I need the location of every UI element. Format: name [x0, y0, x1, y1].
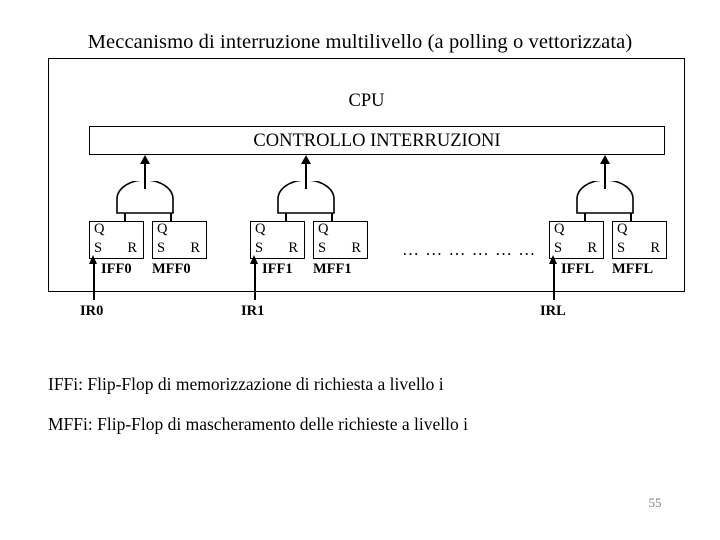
arrow-shaft [254, 263, 256, 300]
mask-flipflop-level-0: Q S R [152, 221, 207, 259]
interrupt-controller-box: CONTROLLO INTERRUZIONI [89, 126, 665, 155]
page-number: 55 [648, 495, 662, 510]
ff-s-input: S [554, 240, 563, 256]
and-output-arrow-level-0 [139, 155, 151, 189]
and-gate-level-L [575, 181, 635, 214]
interrupt-request-arrow-level-L [548, 255, 559, 300]
arrow-head-icon [600, 155, 610, 164]
mask-flipflop-label-level-0: MFF0 [152, 261, 191, 277]
and-gate-leg-right-level-0 [170, 213, 172, 222]
levels-ellipsis: … … … … … … [402, 240, 537, 259]
interrupt-request-label-level-1: IR1 [241, 303, 265, 319]
ff-s-input: S [94, 240, 103, 256]
ff-q-output: Q [617, 221, 628, 237]
ff-r-input: R [650, 240, 660, 256]
ff-s-input: S [157, 240, 166, 256]
interrupt-flipflop-level-0: Q S R [89, 221, 144, 259]
interrupt-request-label-level-L: IRL [540, 303, 566, 319]
arrow-shaft [604, 162, 606, 189]
ff-r-input: R [190, 240, 200, 256]
and-gate-leg-left-level-L [584, 213, 586, 222]
ff-q-output: Q [255, 221, 266, 237]
interrupt-flipflop-level-1: Q S R [250, 221, 305, 259]
arrow-head-icon [140, 155, 150, 164]
and-gate-leg-right-level-L [630, 213, 632, 222]
mask-flipflop-level-1: Q S R [313, 221, 368, 259]
interrupt-flipflop-label-level-0: IFF0 [101, 261, 132, 277]
arrow-shaft [93, 263, 95, 300]
and-gate-icon [576, 181, 634, 214]
ff-r-input: R [288, 240, 298, 256]
legend-iff-description: IFFi: Flip-Flop di memorizzazione di ric… [48, 374, 444, 394]
and-gate-leg-right-level-1 [331, 213, 333, 222]
arrow-head-icon [250, 255, 258, 264]
and-gate-leg-left-level-1 [285, 213, 287, 222]
cpu-label: CPU [348, 91, 385, 111]
interrupt-request-label-level-0: IR0 [80, 303, 104, 319]
arrow-head-icon [301, 155, 311, 164]
ff-q-output: Q [157, 221, 168, 237]
arrow-shaft [305, 162, 307, 189]
ff-r-input: R [351, 240, 361, 256]
and-output-arrow-level-1 [300, 155, 312, 189]
and-gate-icon [116, 181, 174, 214]
ff-q-output: Q [94, 221, 105, 237]
ff-s-input: S [318, 240, 327, 256]
and-gate-level-1 [276, 181, 336, 214]
legend-mff-description: MFFi: Flip-Flop di mascheramento delle r… [48, 414, 468, 434]
and-output-arrow-level-L [599, 155, 611, 189]
ff-r-input: R [587, 240, 597, 256]
page-title: Meccanismo di interruzione multilivello … [87, 31, 633, 53]
interrupt-flipflop-label-level-L: IFFL [561, 261, 595, 277]
interrupt-request-arrow-level-1 [249, 255, 260, 300]
and-gate-level-0 [115, 181, 175, 214]
arrow-head-icon [89, 255, 97, 264]
mask-flipflop-level-L: Q S R [612, 221, 667, 259]
ff-q-output: Q [318, 221, 329, 237]
arrow-shaft [553, 263, 555, 300]
interrupt-flipflop-level-L: Q S R [549, 221, 604, 259]
arrow-head-icon [549, 255, 557, 264]
arrow-shaft [144, 162, 146, 189]
ff-s-input: S [255, 240, 264, 256]
and-gate-leg-left-level-0 [124, 213, 126, 222]
ff-r-input: R [127, 240, 137, 256]
ff-q-output: Q [554, 221, 565, 237]
mask-flipflop-label-level-1: MFF1 [313, 261, 352, 277]
ff-s-input: S [617, 240, 626, 256]
and-gate-icon [277, 181, 335, 214]
interrupt-request-arrow-level-0 [88, 255, 99, 300]
mask-flipflop-label-level-L: MFFL [612, 261, 654, 277]
interrupt-controller-label: CONTROLLO INTERRUZIONI [253, 130, 501, 151]
interrupt-flipflop-label-level-1: IFF1 [262, 261, 293, 277]
